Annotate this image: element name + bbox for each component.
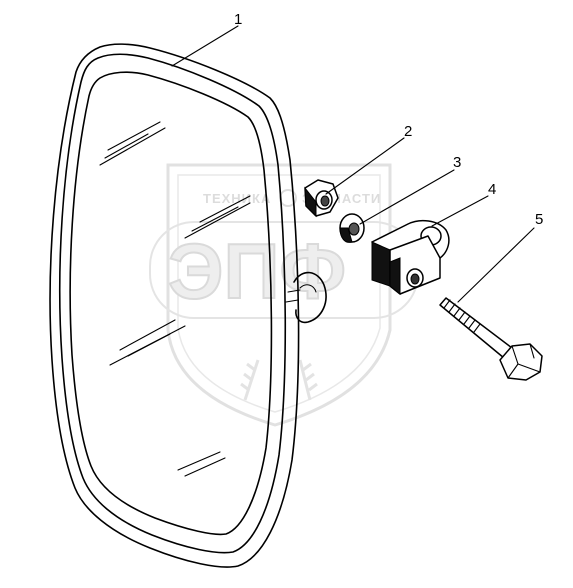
callout-leaders [171, 25, 535, 303]
bolt-threads [443, 299, 481, 333]
watermark-big-letters: ЭПФ [168, 227, 346, 315]
leader-5 [457, 227, 535, 303]
callout-3: 3 [453, 154, 461, 171]
watermark-shield-inner [177, 174, 381, 413]
watermark-logo: ТЕХНИКА ЗАПЧАСТИ ЭПФ [149, 163, 419, 427]
watermark-shield [166, 163, 392, 427]
clamp-part-4 [371, 219, 450, 296]
watermark-wheat-icon [240, 359, 318, 401]
leader-4 [431, 195, 489, 227]
callout-4: 4 [488, 181, 496, 198]
callout-labels: 1 2 3 4 5 [234, 11, 543, 228]
mirror-mount-lug [285, 271, 327, 324]
nut-part-2 [304, 179, 339, 218]
leader-1 [171, 25, 239, 67]
mirror-frame-inner [69, 71, 273, 536]
mirror-part-1 [49, 43, 327, 568]
callout-2: 2 [404, 123, 412, 140]
callout-5: 5 [535, 211, 543, 228]
mirror-frame-outer [49, 43, 300, 568]
leader-3 [359, 169, 455, 225]
washer-part-3 [339, 213, 365, 243]
mirror-glass-reflections [99, 121, 251, 477]
mirror-frame-outer-edge [58, 53, 287, 554]
bolt-part-5 [439, 297, 543, 381]
watermark-text-left: ТЕХНИКА [203, 191, 271, 206]
callout-1: 1 [234, 11, 242, 28]
leader-2 [325, 137, 405, 195]
